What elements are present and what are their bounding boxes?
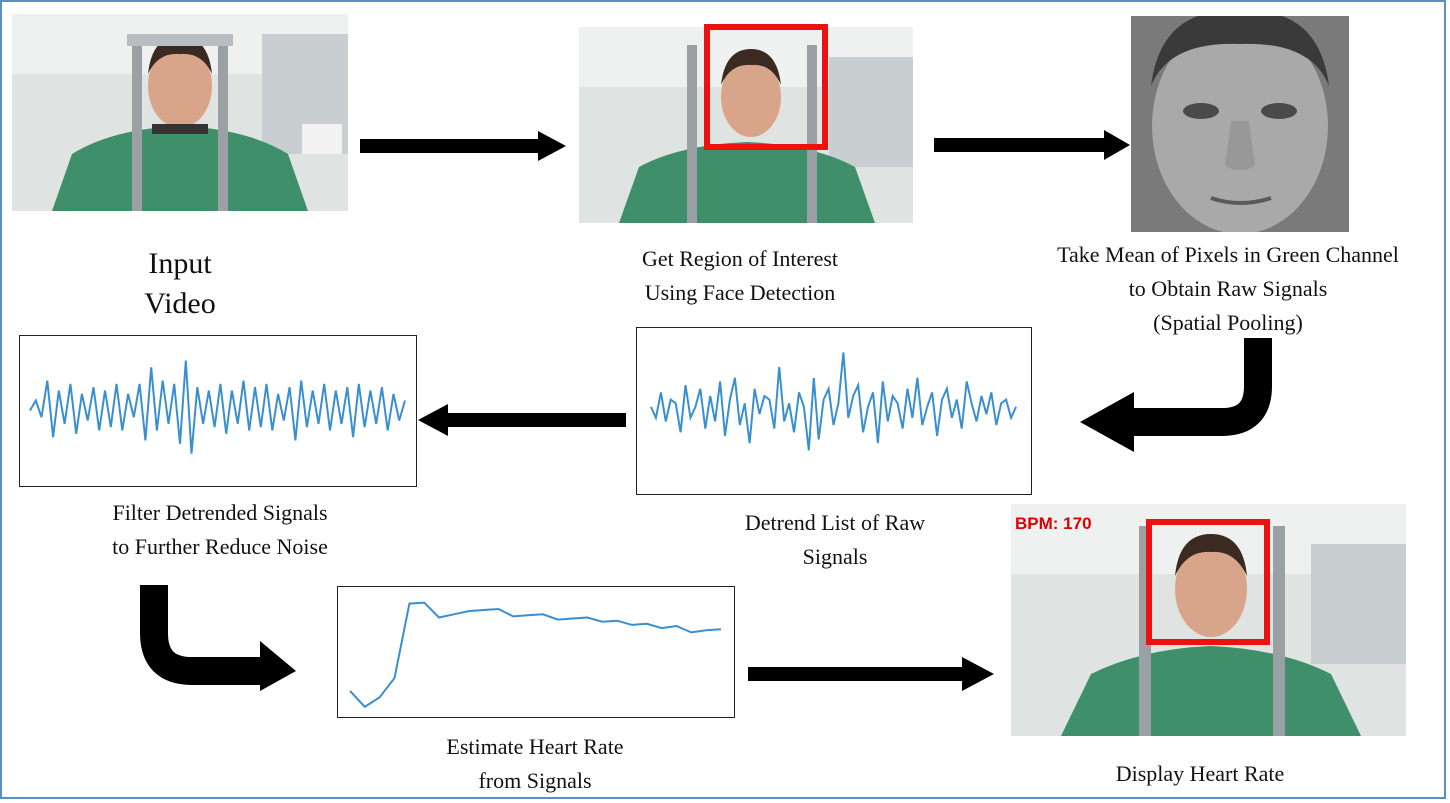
roi-frame	[579, 27, 913, 223]
detrend-label-line1: Detrend List of Raw	[744, 510, 926, 535]
arrow-filter-to-estimate	[140, 585, 296, 691]
display-frame	[1011, 504, 1406, 736]
roi-label-line1: Get Region of Interest	[641, 246, 839, 271]
roi-label: Get Region of Interest Using Face Detect…	[560, 242, 920, 310]
heart-rate-estimate-line	[349, 601, 722, 709]
detrend-label: Detrend List of Raw Signals	[670, 506, 1000, 574]
input-video-frame	[12, 14, 348, 211]
arrow-roi-to-mean	[934, 130, 1130, 160]
roi-label-line2: Using Face Detection	[644, 280, 836, 305]
detrended-signal-line	[650, 352, 1017, 451]
arrow-mean-to-detrend	[1080, 338, 1272, 452]
estimate-label-line1: Estimate Heart Rate	[446, 734, 624, 759]
arrow-input-to-roi	[360, 131, 566, 161]
arrow-detrend-to-filter	[418, 404, 626, 436]
estimate-plot	[337, 586, 735, 718]
display-label: Display Heart Rate	[1050, 757, 1350, 791]
filter-plot	[19, 335, 417, 487]
filter-label-line1: Filter Detrended Signals	[112, 500, 328, 525]
filter-label: Filter Detrended Signals to Further Redu…	[40, 496, 400, 564]
estimate-label: Estimate Heart Rate from Signals	[370, 730, 700, 798]
input-video-label-line2: Video	[144, 287, 216, 320]
mean-label: Take Mean of Pixels in Green Channel to …	[1008, 238, 1448, 340]
mean-label-line2: to Obtain Raw Signals	[1128, 276, 1328, 301]
arrow-estimate-to-display	[748, 657, 994, 691]
detrend-plot	[636, 327, 1032, 495]
detrend-label-line2: Signals	[802, 544, 868, 569]
display-bounding-box	[1146, 519, 1270, 645]
mean-label-line1: Take Mean of Pixels in Green Channel	[1057, 242, 1399, 267]
estimate-label-line2: from Signals	[478, 768, 592, 793]
filter-label-line2: to Further Reduce Noise	[112, 534, 328, 559]
display-label-line1: Display Heart Rate	[1115, 761, 1285, 786]
mean-label-line3: (Spatial Pooling)	[1153, 310, 1303, 335]
bpm-readout: BPM: 170	[1015, 514, 1092, 533]
filtered-signal-line	[29, 360, 406, 454]
input-video-label: Input Video	[100, 244, 260, 324]
green-channel-face	[1131, 16, 1349, 232]
input-video-label-line1: Input	[148, 247, 212, 280]
roi-bounding-box	[704, 24, 828, 150]
